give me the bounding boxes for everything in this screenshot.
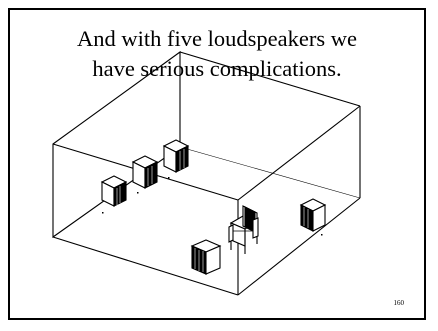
title-line-2: have serious complications. — [92, 56, 342, 81]
speaker-3-icon — [162, 139, 190, 179]
speaker-2-icon — [131, 155, 159, 194]
speaker-4-icon — [299, 198, 327, 236]
slide: And with five loudspeakers we have serio… — [8, 8, 426, 320]
page-number: 160 — [393, 299, 405, 307]
speaker-5-icon — [190, 239, 222, 275]
slide-title: And with five loudspeakers we have serio… — [10, 24, 424, 84]
speaker-1-icon — [100, 175, 128, 214]
room-illustration — [52, 50, 361, 296]
listener-chair-icon — [228, 205, 259, 254]
title-line-1: And with five loudspeakers we — [77, 26, 357, 51]
